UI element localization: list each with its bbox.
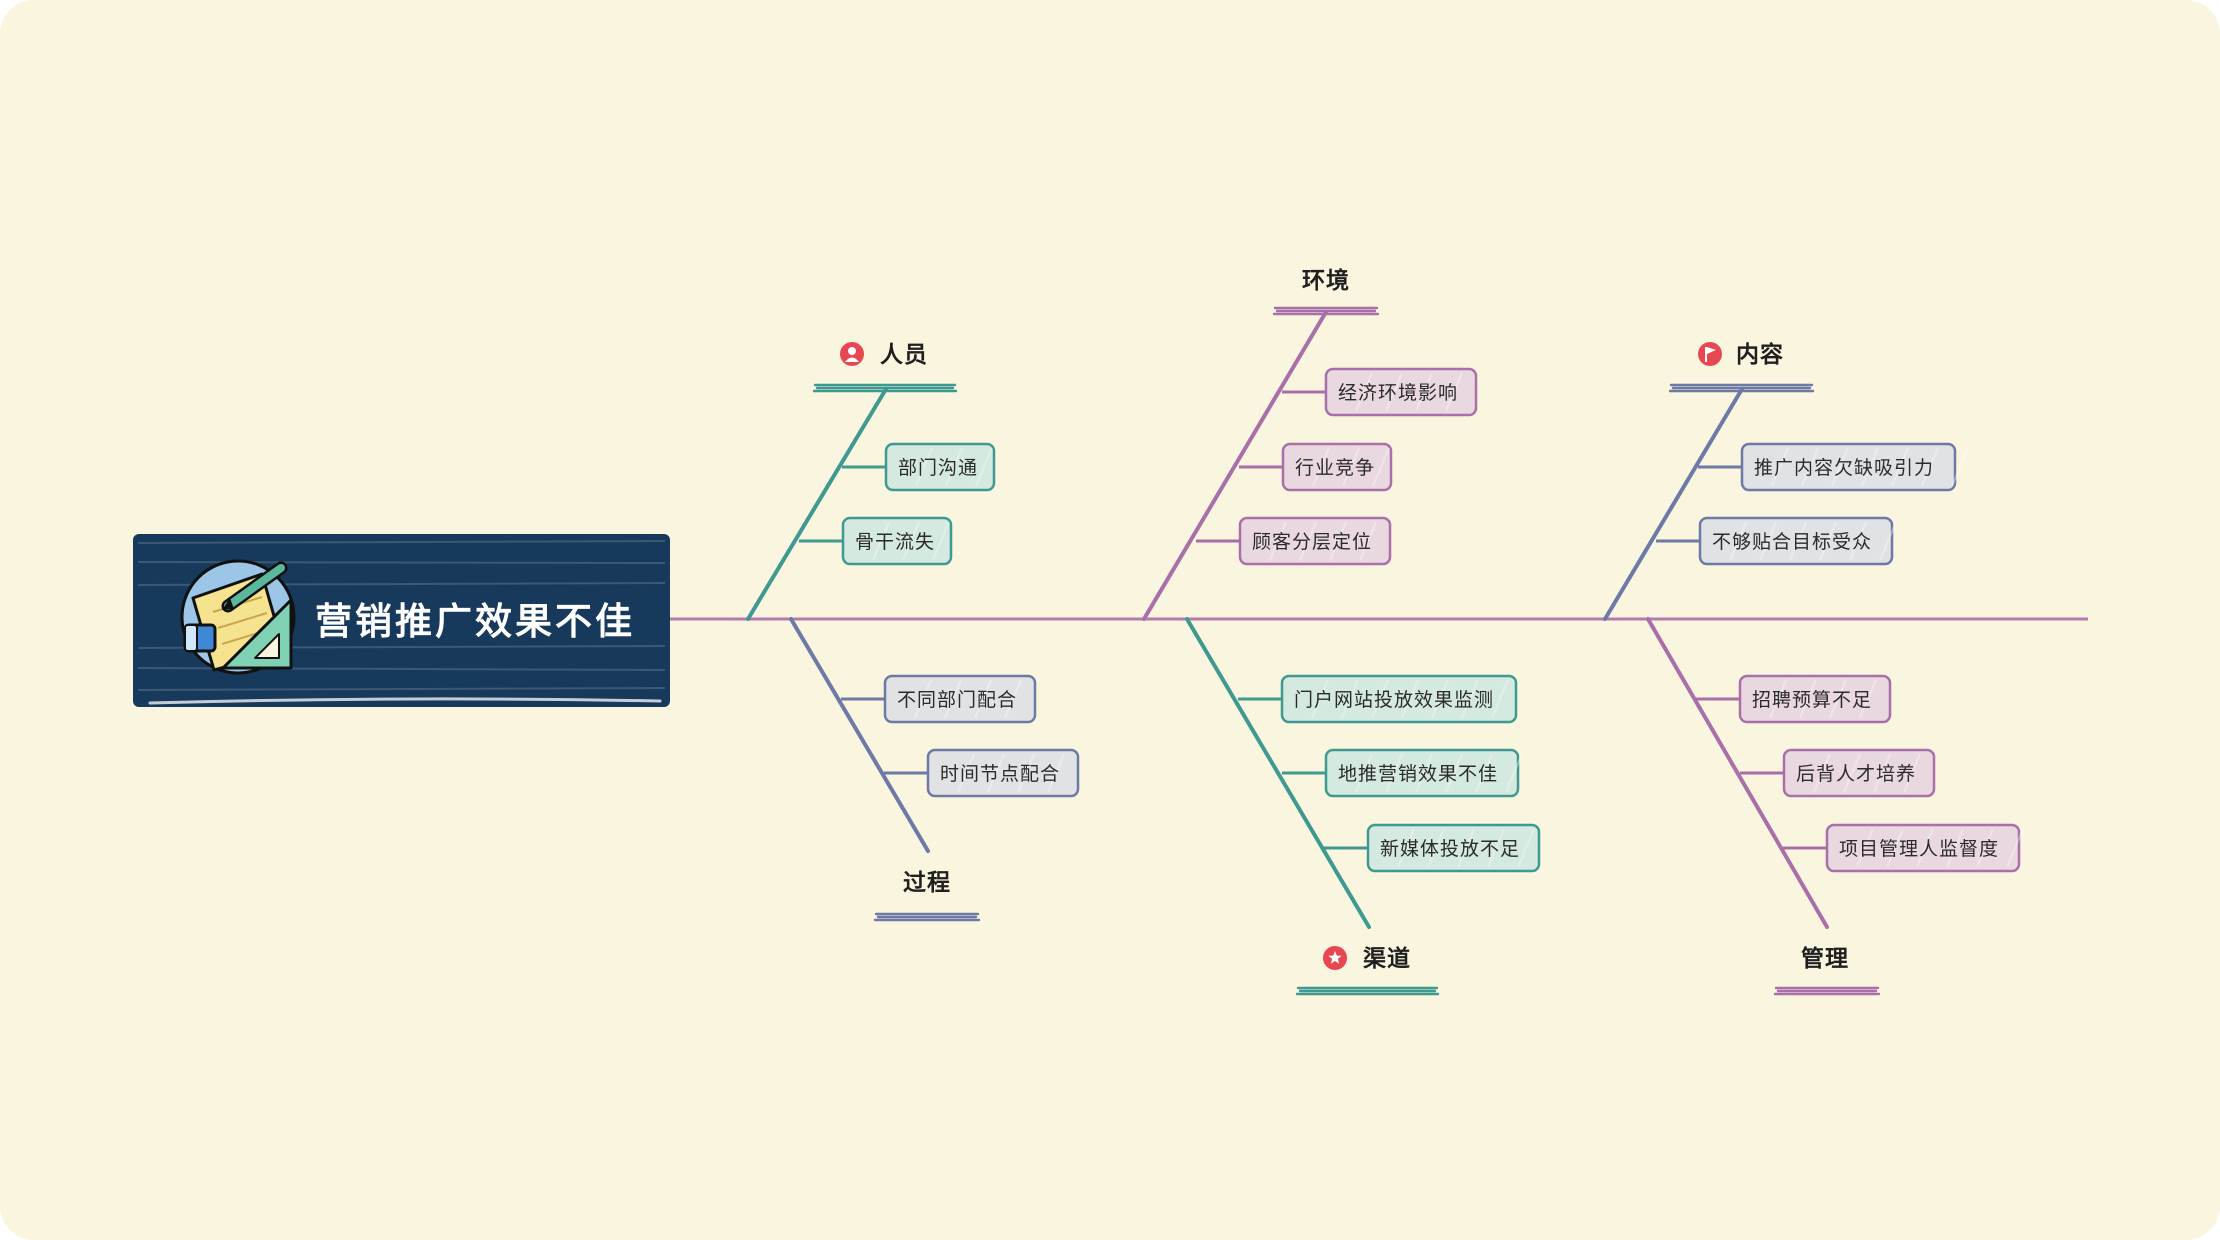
category-underline (1274, 308, 1378, 314)
category-label-process[interactable]: 过程 (903, 870, 951, 896)
category-label-environment[interactable]: 环境 (1302, 267, 1350, 294)
cause-node[interactable]: 后背人才培养 (1784, 750, 1934, 796)
category-underline (1670, 385, 1813, 391)
cause-node[interactable]: 招聘预算不足 (1740, 676, 1890, 722)
category-underline (875, 914, 979, 920)
cause-node[interactable]: 时间节点配合 (928, 750, 1078, 796)
cause-label: 新媒体投放不足 (1380, 838, 1520, 860)
category-label-channel[interactable]: 渠道 (1363, 945, 1411, 972)
cause-node[interactable]: 部门沟通 (886, 444, 994, 490)
cause-node[interactable]: 推广内容欠缺吸引力 (1742, 444, 1968, 490)
cause-node[interactable]: 不够贴合目标受众 (1700, 518, 1896, 564)
stationery-icon (182, 561, 294, 673)
category-label-management[interactable]: 管理 (1801, 945, 1849, 972)
central-topic-title: 营销推广效果不佳 (315, 600, 635, 643)
cause-node[interactable]: 项目管理人监督度 (1827, 825, 2023, 871)
cause-label: 部门沟通 (898, 457, 978, 479)
cause-label: 骨干流失 (855, 531, 935, 553)
cause-label: 行业竞争 (1295, 457, 1375, 479)
cause-node[interactable]: 经济环境影响 (1326, 369, 1476, 415)
cause-label: 顾客分层定位 (1252, 531, 1372, 553)
star-icon (1323, 946, 1347, 970)
cause-node[interactable]: 不同部门配合 (885, 676, 1035, 722)
cause-label: 推广内容欠缺吸引力 (1754, 457, 1934, 479)
flag-icon (1698, 342, 1722, 366)
cause-label: 项目管理人监督度 (1839, 838, 1999, 860)
category-label-content[interactable]: 内容 (1736, 341, 1784, 368)
category-label-people[interactable]: 人员 (880, 342, 928, 368)
cause-label: 后背人才培养 (1796, 763, 1916, 785)
cause-label: 不够贴合目标受众 (1712, 531, 1872, 553)
category-underline (1775, 988, 1879, 994)
cause-label: 地推营销效果不佳 (1338, 763, 1498, 785)
cause-label: 门户网站投放效果监测 (1294, 689, 1494, 711)
cause-label: 招聘预算不足 (1752, 689, 1872, 711)
cause-node[interactable]: 新媒体投放不足 (1368, 825, 1539, 871)
cause-node[interactable]: 顾客分层定位 (1240, 518, 1390, 564)
category-underline (814, 385, 956, 391)
cause-node[interactable]: 行业竞争 (1283, 444, 1391, 490)
category-underline (1297, 988, 1438, 994)
cause-node[interactable]: 门户网站投放效果监测 (1282, 676, 1516, 722)
central-topic[interactable]: 营销推广效果不佳 (133, 534, 670, 707)
cause-label: 经济环境影响 (1338, 382, 1458, 404)
cause-node[interactable]: 骨干流失 (843, 518, 951, 564)
cause-label: 时间节点配合 (940, 763, 1060, 785)
person-icon (840, 342, 864, 366)
cause-label: 不同部门配合 (897, 689, 1017, 711)
cause-node[interactable]: 地推营销效果不佳 (1326, 750, 1522, 796)
